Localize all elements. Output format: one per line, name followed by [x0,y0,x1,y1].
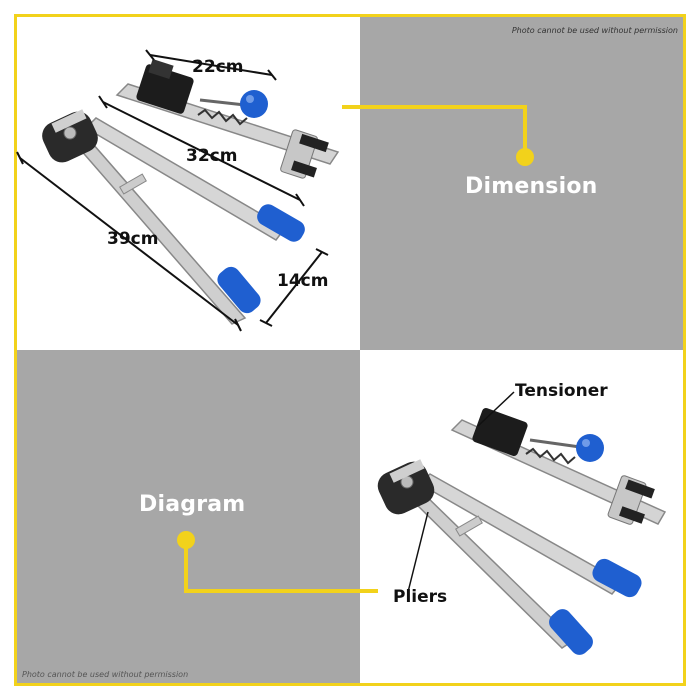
tensioner-image-bottom [450,408,667,525]
gray-panel-diagram [17,350,360,683]
dimension-lines [16,49,329,332]
pliers-image-bottom [377,459,642,655]
yellow-frame [14,14,686,686]
callout-pliers: Pliers [393,587,448,607]
gray-panel-dimension [360,17,683,350]
tensioner-image-top [115,58,340,179]
callout-pointers [407,391,515,593]
dimension-pliers-width: 14cm [277,271,329,291]
dimension-tensioner-length: 32cm [186,146,238,166]
watermark-bottom: Photo cannot be used without permission [22,670,189,679]
dimension-tensioner-width: 22cm [192,57,244,77]
dimension-pliers-length: 39cm [107,229,159,249]
callout-tensioner: Tensioner [515,381,608,401]
callout-connector-dimension [342,105,534,166]
section-label-dimension: Dimension [465,174,598,199]
pliers-image-top [42,109,305,325]
section-label-diagram: Diagram [139,492,246,517]
callout-connector-diagram [177,531,378,593]
watermark-top: Photo cannot be used without permission [511,26,678,35]
